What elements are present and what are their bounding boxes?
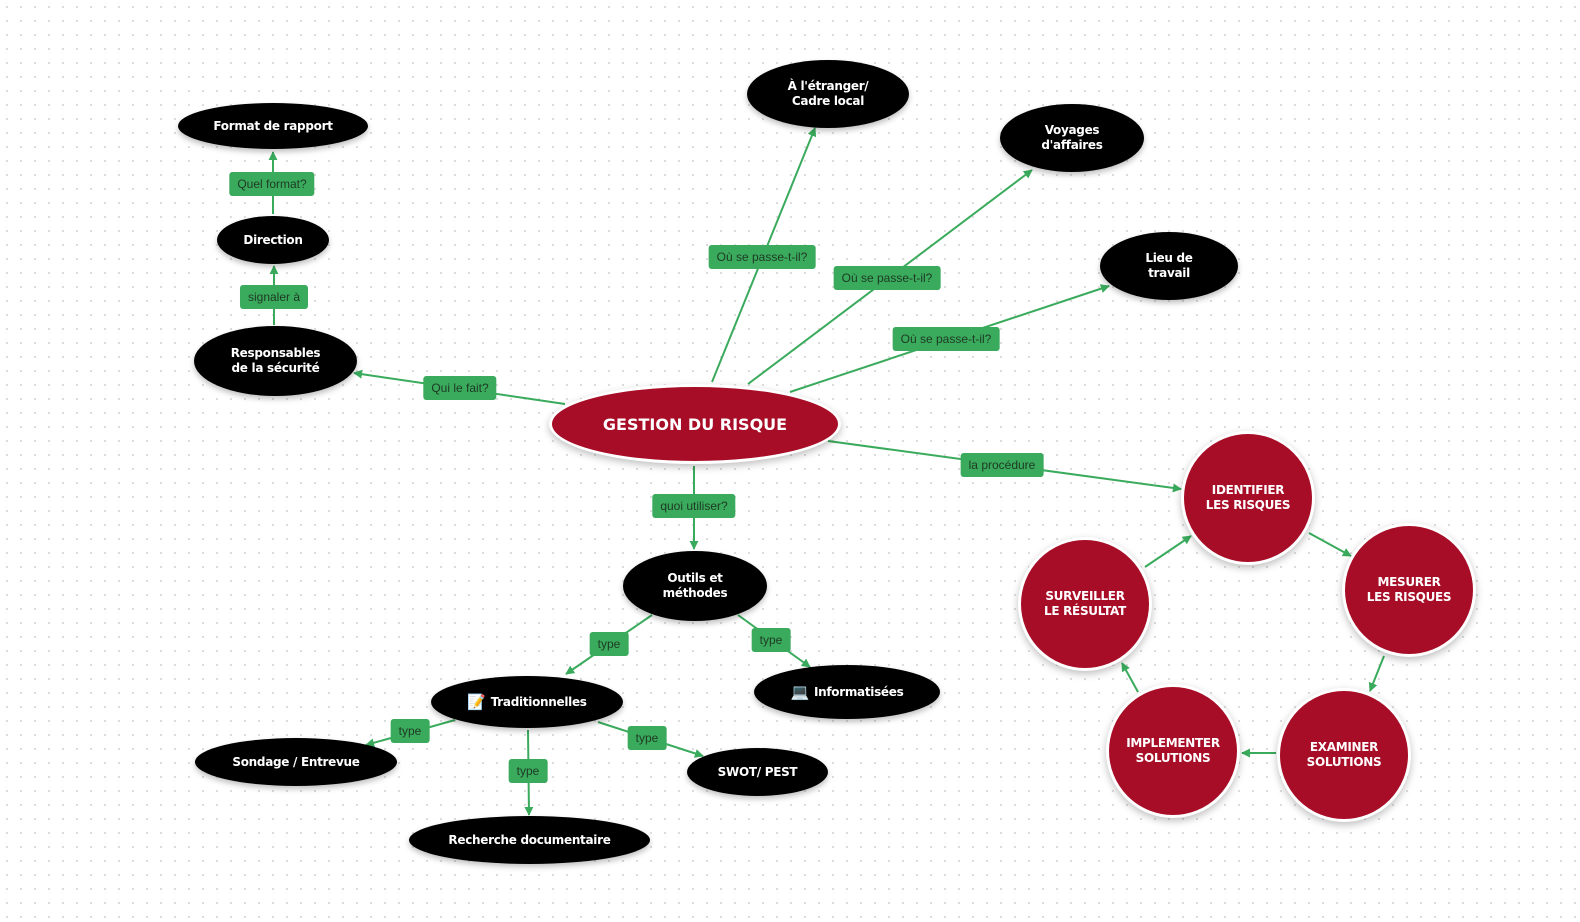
node-traditional[interactable]: 📝 Traditionnelles (431, 676, 623, 728)
node-computerized[interactable]: 💻 Informatisées (754, 665, 940, 719)
node-security-managers[interactable]: Responsables de la sécurité (194, 326, 357, 396)
edge-label-workplace[interactable]: Où se passe-t-il? (892, 327, 1000, 351)
node-workplace[interactable]: Lieu de travail (1100, 232, 1238, 300)
edge-label-who[interactable]: Qui le fait? (423, 376, 497, 400)
cycle-monitor-result[interactable]: SURVEILLER LE RÉSULTAT (1018, 537, 1152, 671)
node-document-research[interactable]: Recherche documentaire (409, 816, 650, 864)
edge-label-travel[interactable]: Où se passe-t-il? (833, 266, 941, 290)
edge-label-type-swot[interactable]: type (627, 726, 667, 750)
cycle-examine-solutions[interactable]: EXAMINER SOLUTIONS (1277, 688, 1411, 822)
cycle-edge-measure-examine (1368, 655, 1385, 692)
node-tools-methods[interactable]: Outils et méthodes (623, 551, 767, 621)
cycle-implement-solutions[interactable]: IMPLEMENTER SOLUTIONS (1106, 684, 1240, 818)
cycle-identify-risks[interactable]: IDENTIFIER LES RISQUES (1181, 431, 1315, 565)
memo-icon: 📝 (467, 692, 486, 711)
cycle-edge-implement-monitor (1121, 662, 1139, 693)
node-survey-interview[interactable]: Sondage / Entrevue (195, 738, 397, 786)
central-topic[interactable]: GESTION DU RISQUE (549, 384, 841, 464)
edge-label-type-computerized[interactable]: type (751, 628, 791, 652)
edge-label-what-use[interactable]: quoi utiliser? (652, 494, 736, 518)
node-report-format[interactable]: Format de rapport (178, 103, 368, 149)
edge-label-type-traditional[interactable]: type (589, 632, 629, 656)
edge-label-type-research[interactable]: type (508, 759, 548, 783)
cycle-measure-risks[interactable]: MESURER LES RISQUES (1342, 523, 1476, 657)
node-business-travel[interactable]: Voyages d'affaires (1000, 104, 1144, 172)
cycle-edge-identify-measure (1308, 532, 1352, 557)
edge-label-procedure[interactable]: la procédure (960, 453, 1044, 477)
edge-label-abroad[interactable]: Où se passe-t-il? (708, 245, 816, 269)
edge-label-which-format[interactable]: Quel format? (229, 172, 315, 196)
node-computerized-label: Informatisées (813, 684, 904, 699)
node-traditional-label: Traditionnelles (490, 694, 587, 709)
node-direction[interactable]: Direction (217, 216, 329, 264)
edge-label-report-to[interactable]: signaler à (239, 285, 309, 309)
cycle-edge-monitor-identify (1144, 535, 1192, 568)
node-abroad-local[interactable]: À l'étranger/ Cadre local (747, 60, 909, 128)
node-swot-pest[interactable]: SWOT/ PEST (687, 748, 828, 796)
laptop-icon: 💻 (790, 682, 810, 701)
edge-label-type-survey[interactable]: type (390, 719, 430, 743)
